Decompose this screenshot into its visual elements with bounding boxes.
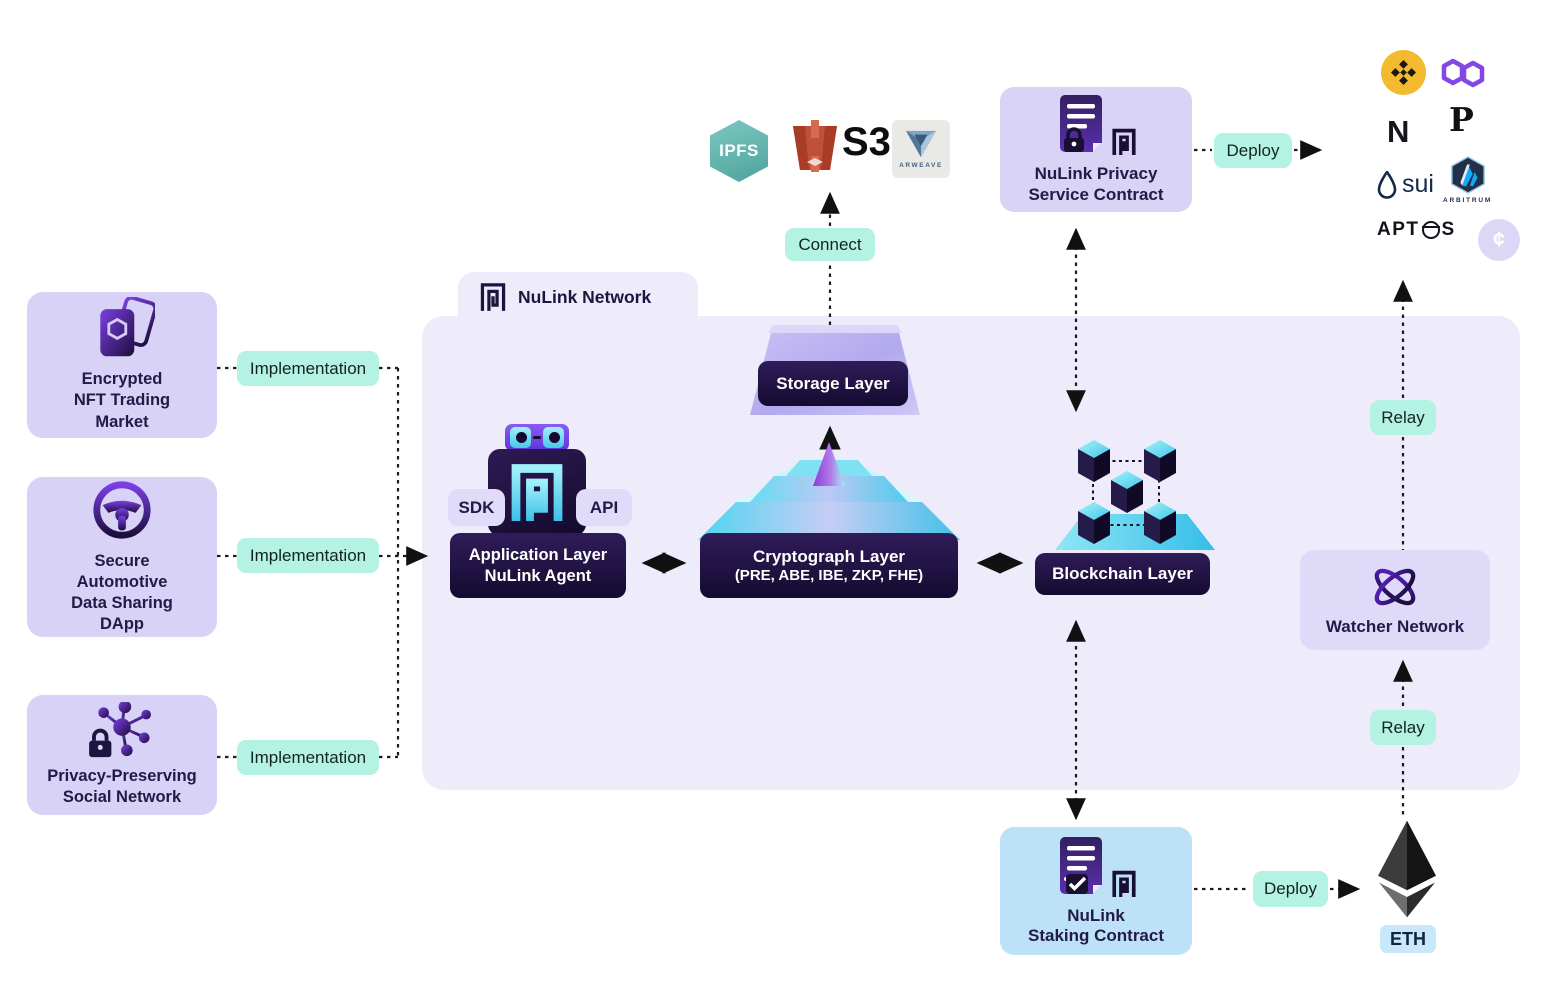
contract-check-icon: [1056, 836, 1137, 898]
privacy-contract-title: NuLink Privacy: [1034, 164, 1158, 184]
relay-button-top[interactable]: Relay: [1370, 400, 1436, 435]
nulink-logo-icon: [480, 283, 506, 311]
nulink-logo-icon: [1111, 128, 1136, 156]
nulink-logo-icon: [1111, 870, 1136, 897]
deploy-button-top[interactable]: Deploy: [1214, 133, 1292, 168]
deploy-button-bottom[interactable]: Deploy: [1253, 871, 1328, 907]
network-title: NuLink Network: [518, 286, 652, 307]
application-layer-subtitle: NuLink Agent: [484, 566, 592, 585]
aptos-label: S: [1441, 219, 1456, 240]
lock-icon: [89, 728, 112, 757]
sui-icon: sui: [1377, 170, 1434, 199]
blockchain-layer-label: Blockchain Layer: [1035, 553, 1210, 595]
polkadot-icon: P: [1449, 100, 1474, 139]
blockchain-layer-title: Blockchain Layer: [1052, 564, 1193, 584]
blockchain-cubes-graphic: [1055, 440, 1215, 550]
arbitrum-label: ARBITRUM: [1443, 197, 1493, 204]
aptos-label: APT: [1377, 219, 1420, 240]
app-node-social: Privacy-Preserving Social Network: [27, 695, 217, 815]
near-icon: N: [1387, 114, 1410, 149]
s3-icon: [793, 120, 837, 172]
app-node-nft-market: Encrypted NFT Trading Market: [27, 292, 217, 438]
app-node-label: Encrypted: [81, 370, 163, 389]
connect-button[interactable]: Connect: [785, 228, 875, 261]
nulink-network-tab: NuLink Network: [458, 272, 698, 322]
api-pill: API: [576, 489, 632, 526]
nft-cards-icon: [100, 297, 155, 357]
privacy-service-contract-node: NuLink Privacy Service Contract: [1000, 87, 1192, 212]
app-node-label: Market: [95, 412, 149, 431]
arweave-icon: ARWEAVE: [892, 120, 950, 178]
eth-icon: [1378, 820, 1436, 918]
aptos-icon: APT S: [1377, 219, 1456, 241]
app-node-label: Secure: [94, 551, 150, 570]
cryptograph-pyramid-graphic: [698, 442, 960, 540]
staking-contract-title: NuLink: [1067, 905, 1125, 925]
cryptograph-layer-subtitle: (PRE, ABE, IBE, ZKP, FHE): [734, 566, 924, 584]
sui-label: sui: [1402, 170, 1434, 198]
app-node-label: Data Sharing: [71, 594, 173, 612]
privacy-contract-subtitle: Service Contract: [1028, 184, 1164, 204]
implementation-button-2[interactable]: Implementation: [237, 538, 379, 573]
watcher-network-node: Watcher Network: [1300, 550, 1490, 650]
robot-agent-icon: [488, 424, 586, 536]
watcher-network-title: Watcher Network: [1325, 616, 1465, 636]
arweave-label: ARWEAVE: [899, 162, 943, 169]
s3-label: S3: [842, 120, 891, 164]
app-node-label: Automotive: [76, 572, 168, 591]
app-node-automotive: Secure Automotive Data Sharing DApp: [27, 477, 217, 637]
storage-layer-label: Storage Layer: [758, 361, 908, 406]
sdk-pill: SDK: [448, 489, 505, 526]
ipfs-icon: IPFS: [710, 120, 768, 182]
app-node-label: DApp: [100, 615, 144, 634]
relay-button-bottom[interactable]: Relay: [1370, 710, 1436, 745]
application-layer-label: Application Layer NuLink Agent: [450, 533, 626, 598]
watcher-atom-icon: [1374, 568, 1416, 605]
eth-label: ETH: [1380, 925, 1436, 953]
staking-contract-node: NuLink Staking Contract: [1000, 827, 1192, 955]
staking-contract-subtitle: Staking Contract: [1027, 926, 1165, 945]
application-layer-title: Application Layer: [468, 545, 608, 564]
storage-layer-title: Storage Layer: [776, 373, 890, 393]
ipfs-label: IPFS: [719, 141, 759, 160]
steering-wheel-icon: [93, 481, 151, 539]
cryptograph-layer-label: Cryptograph Layer (PRE, ABE, IBE, ZKP, F…: [700, 533, 958, 598]
binance-icon: [1381, 50, 1426, 95]
app-node-label: Privacy-Preserving: [47, 766, 197, 785]
implementation-button-1[interactable]: Implementation: [237, 351, 379, 386]
social-graph-lock-icon: [89, 701, 151, 757]
app-node-label: Social Network: [62, 788, 182, 806]
contract-lock-icon: [1056, 94, 1137, 156]
implementation-button-3[interactable]: Implementation: [237, 740, 379, 775]
crypto-coin-icon: ¢: [1478, 219, 1520, 261]
app-node-label: NFT Trading: [73, 391, 171, 410]
cryptograph-layer-title: Cryptograph Layer: [752, 546, 906, 566]
arbitrum-icon: ARBITRUM: [1443, 156, 1492, 204]
polygon-icon: [1441, 58, 1485, 88]
